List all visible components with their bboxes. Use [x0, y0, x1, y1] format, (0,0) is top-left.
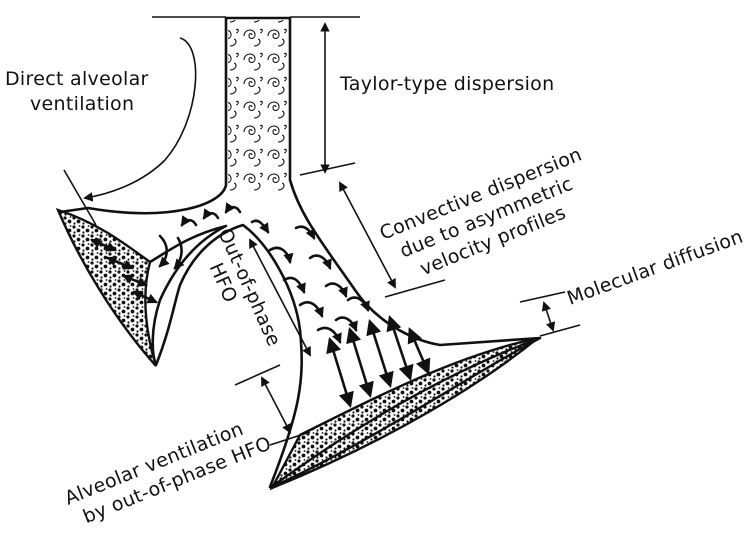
- label-direct-alveolar-ventilation-1: Direct alveolar: [5, 68, 149, 90]
- trachea-swirl-fill: [228, 20, 288, 195]
- label-direct-alveolar-ventilation-2: ventilation: [30, 93, 134, 115]
- label-taylor-dispersion: Taylor-type dispersion: [339, 73, 554, 95]
- label-molecular-diffusion: Molecular diffusion: [564, 226, 746, 310]
